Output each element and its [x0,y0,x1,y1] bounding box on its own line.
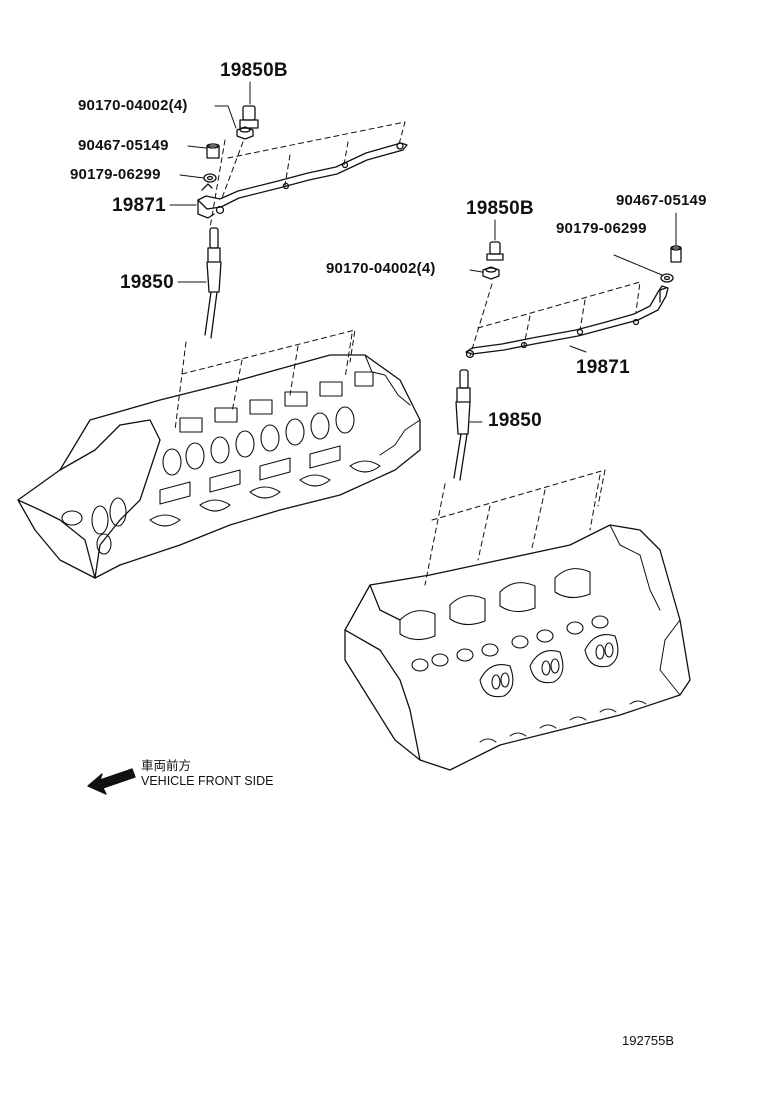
left-glow-plug-cap [239,105,259,129]
right-connector-bar-label: 19871 [576,357,630,378]
direction-note-japanese: 車両前方 [141,759,192,773]
right-connector-bar [465,285,669,359]
left-washer-label: 90179-06299 [70,166,161,183]
left-bar-guide-lines [209,121,406,229]
right-connector-label: 90467-05149 [616,192,707,209]
right-nut [482,266,500,280]
left-nut [236,126,254,140]
vehicle-front-arrow-icon [87,768,136,795]
left-connector-label: 90467-05149 [78,137,169,154]
right-washer-label: 90179-06299 [556,220,647,237]
right-bar-guide-lines [469,281,641,357]
illustration-code: 192755B [622,1033,675,1048]
left-washer [203,173,217,183]
right-head-guide-lines [424,469,606,586]
left-head-guide-lines [174,329,356,431]
left-glow-plug-label: 19850 [120,272,174,293]
left-connector [206,143,220,159]
right-nut-label: 90170-04002(4) [326,260,436,277]
right-glow-plug-label: 19850 [488,410,542,431]
left-nut-label: 90170-04002(4) [78,97,188,114]
left-glow-plug [204,227,222,339]
right-glow-plug-cap-label: 19850B [466,198,534,219]
left-glow-plug-cap-label: 19850B [220,60,288,81]
right-glow-plug-cap [486,241,504,261]
right-washer [660,273,674,283]
direction-note-english: VEHICLE FRONT SIDE [141,774,274,788]
right-cylinder-head [344,524,691,771]
right-connector [670,245,682,263]
left-connector-bar-label: 19871 [112,195,166,216]
right-glow-plug [453,369,471,481]
left-leader-lines [169,81,251,283]
right-leader-lines [469,212,677,423]
left-connector-bar [197,142,408,219]
left-cylinder-head [17,354,421,579]
